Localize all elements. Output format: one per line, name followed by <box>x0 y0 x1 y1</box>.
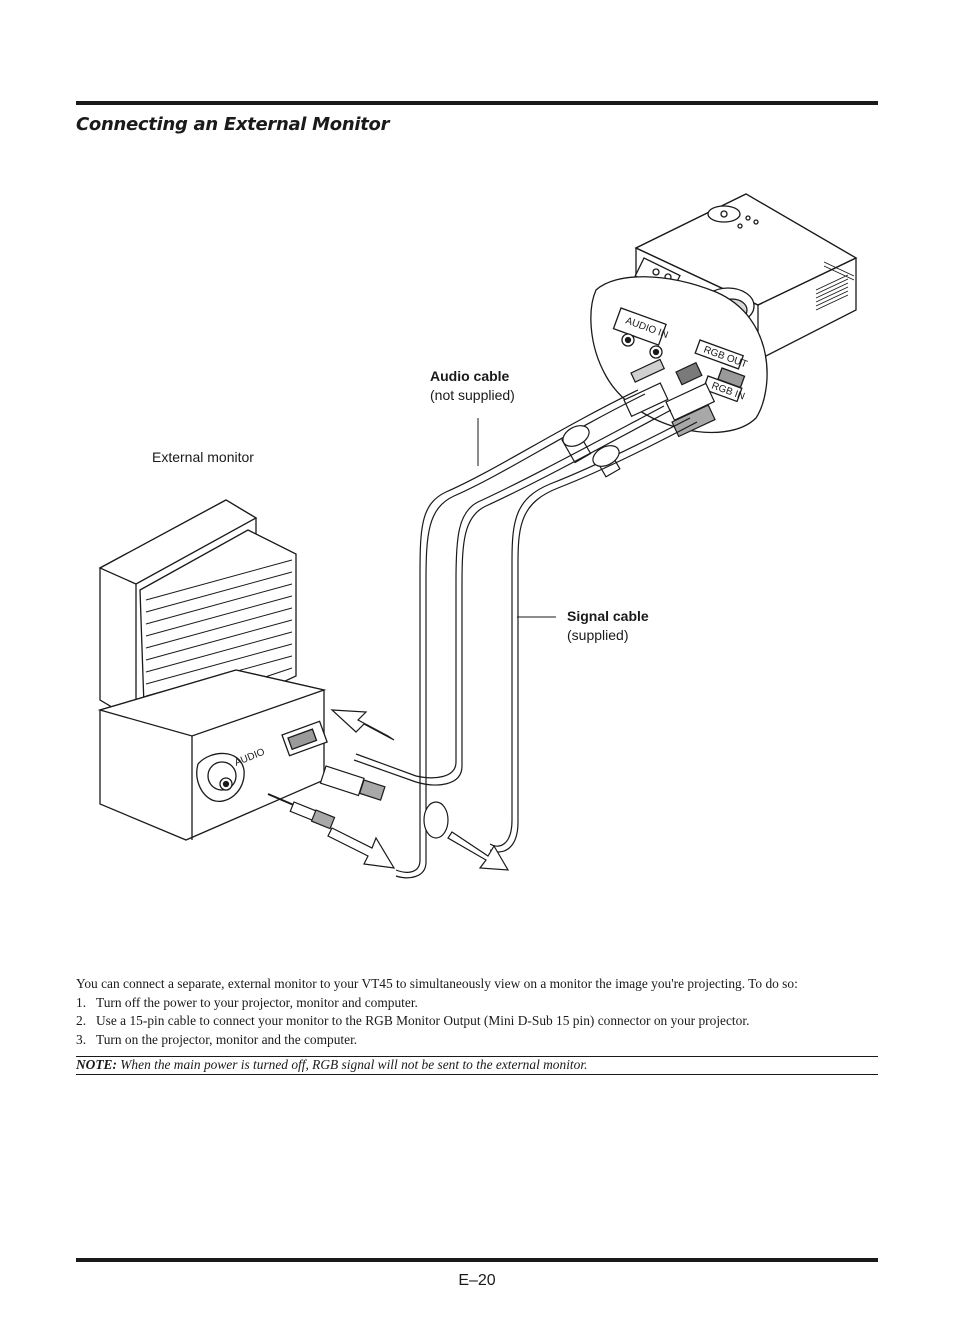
bottom-rule <box>76 1258 878 1262</box>
projector-port-panel: AUDIO IN RGB OUT RGB IN <box>590 276 768 433</box>
audio-cable-sublabel: (not supplied) <box>430 387 515 403</box>
diagram-illustration: AUDIO IN RGB OUT RGB IN <box>97 193 858 879</box>
step-number: 2. <box>76 1013 87 1029</box>
signal-cable-callout: Signal cable (supplied) <box>567 607 649 645</box>
top-rule <box>76 101 878 105</box>
step-text: Turn on the projector, monitor and the c… <box>96 1031 358 1047</box>
section-title: Connecting an External Monitor <box>76 114 390 135</box>
direction-arrows <box>327 709 510 871</box>
signal-cable-label: Signal cable <box>567 608 649 624</box>
note-box: NOTE: When the main power is turned off,… <box>76 1056 878 1075</box>
audio-cable-callout: Audio cable (not supplied) <box>430 367 515 405</box>
step-number: 3. <box>76 1031 87 1047</box>
step-text: Use a 15-pin cable to connect your monit… <box>96 1013 750 1029</box>
ferrite-cores <box>423 425 620 839</box>
external-monitor-label: External monitor <box>152 449 254 465</box>
external-monitor-illustration: AUDIO <box>97 499 328 841</box>
instructions-block: You can connect a separate, external mon… <box>76 975 878 1049</box>
cables <box>353 389 698 879</box>
note-text: When the main power is turned off, RGB s… <box>116 1057 588 1072</box>
intro-paragraph: You can connect a separate, external mon… <box>76 976 798 991</box>
steps-list: 1. Turn off the power to your projector, … <box>76 994 878 1050</box>
step-text: Turn off the power to your projector, mo… <box>96 994 418 1010</box>
connection-diagram: AUDIO IN RGB OUT RGB IN <box>76 180 878 900</box>
step-number: 1. <box>76 994 87 1010</box>
note-label: NOTE: <box>76 1057 117 1072</box>
signal-cable-sublabel: (supplied) <box>567 627 629 643</box>
list-item: 2. Use a 15-pin cable to connect your mon… <box>76 1012 878 1031</box>
audio-cable-label: Audio cable <box>430 368 510 384</box>
projector-side-plugs <box>561 358 716 478</box>
page-number: E–20 <box>458 1272 496 1289</box>
monitor-side-plugs <box>267 765 386 830</box>
list-item: 1. Turn off the power to your projector, … <box>76 994 878 1013</box>
list-item: 3. Turn on the projector, monitor and the… <box>76 1031 878 1050</box>
